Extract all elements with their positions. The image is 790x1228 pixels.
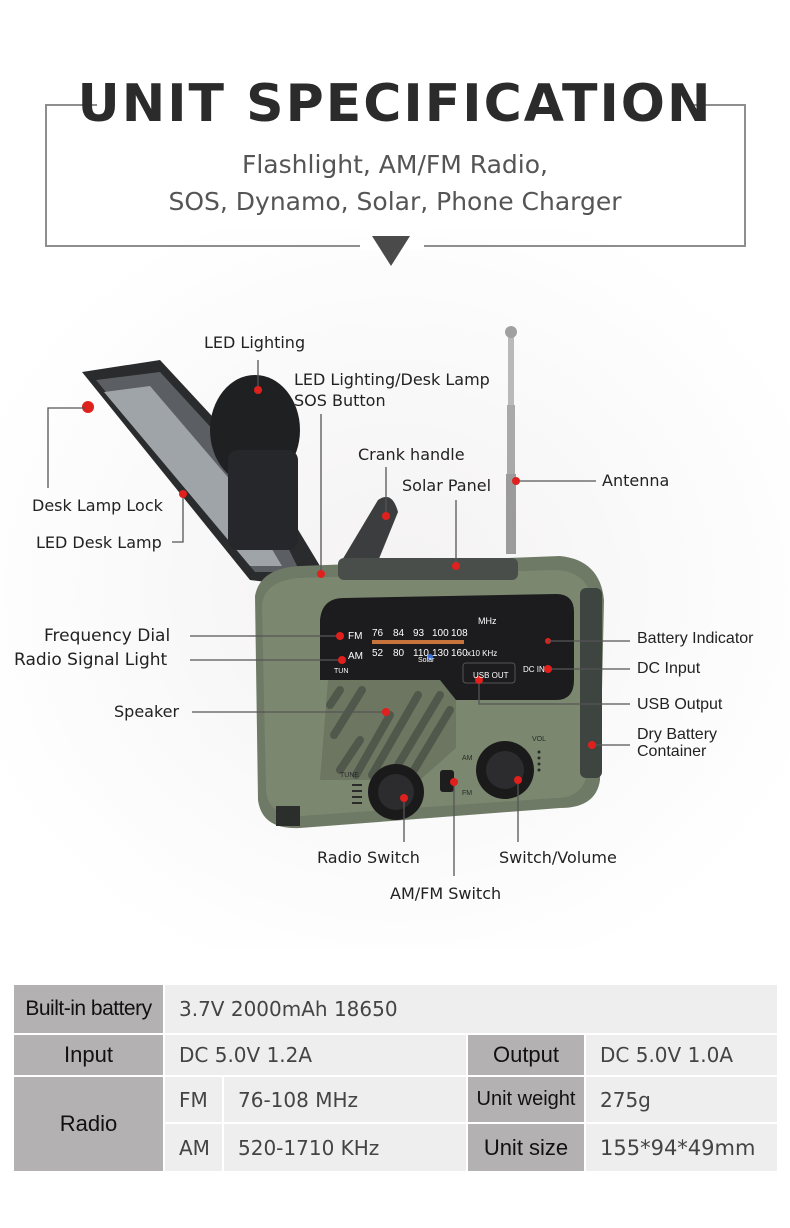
radio-device-illustration: FM AM 76 84 93 100 108 52 80 110 130 160…	[47, 326, 630, 876]
label-radio-signal-light: Radio Signal Light	[14, 650, 168, 670]
dial-panel	[320, 594, 574, 700]
tun-text: TUN	[334, 668, 348, 675]
am-scale-5: 160	[451, 648, 468, 659]
spec-output-label: Output	[468, 1035, 584, 1075]
speaker-grille	[320, 680, 456, 780]
label-am-fm-switch: AM/FM Switch	[390, 884, 502, 903]
spec-fm-label: FM	[165, 1077, 222, 1122]
spec-weight-label: Unit weight	[468, 1077, 584, 1122]
label-desk-lamp-lock: Desk Lamp Lock	[32, 496, 163, 515]
page-title: UNIT SPECIFICATION	[77, 74, 713, 134]
fm-scale-4: 100	[432, 628, 449, 639]
fm-scale-1: 76	[372, 628, 384, 639]
tune-text: TUNE	[340, 772, 359, 779]
label-dry-battery-line-1: Dry Battery	[637, 726, 718, 743]
spec-size-label: Unit size	[468, 1124, 584, 1171]
subtitle-line-1: Flashlight, AM/FM Radio,	[241, 150, 548, 179]
spec-weight-value: 275g	[586, 1077, 777, 1122]
label-dry-battery-line-2: Container	[637, 743, 707, 760]
label-switch-volume: Switch/Volume	[499, 848, 617, 867]
fm-scale-5: 108	[451, 628, 468, 639]
title-frame-top-right	[694, 104, 744, 106]
am-scale-2: 80	[393, 648, 405, 659]
callout-dots	[179, 386, 596, 802]
label-radio-switch: Radio Switch	[317, 848, 420, 867]
label-sos-button: SOS Button	[294, 391, 386, 410]
spec-fm-value: 76-108 MHz	[224, 1077, 466, 1122]
label-solar-panel: Solar Panel	[402, 476, 492, 495]
label-led-lighting: LED Lighting	[204, 333, 306, 352]
am-scale-1: 52	[372, 648, 384, 659]
am-scale-3: 110	[413, 648, 429, 659]
device-fm-text: FM	[348, 631, 362, 642]
am-scale-4: 130	[432, 648, 449, 659]
fm-scale-2: 84	[393, 628, 405, 639]
label-led-desk-lamp: LED Desk Lamp	[36, 533, 162, 552]
label-battery-indicator: Battery Indicator	[637, 630, 754, 647]
callout-lines	[47, 360, 630, 876]
label-speaker: Speaker	[114, 702, 180, 721]
dc-in-text: DC IN	[523, 665, 545, 674]
label-frequency-dial: Frequency Dial	[44, 626, 171, 646]
label-antenna: Antenna	[602, 471, 670, 490]
vol-text: VOL	[532, 736, 546, 743]
label-usb-output: USB Output	[637, 696, 723, 713]
spec-am-value: 520-1710 KHz	[224, 1124, 466, 1171]
fm-scale-3: 93	[413, 628, 425, 639]
antenna	[505, 326, 517, 554]
spec-radio-label: Radio	[14, 1077, 163, 1171]
label-dc-input: DC Input	[637, 660, 701, 677]
am-fm-slider	[440, 770, 454, 792]
spec-battery-value: 3.7V 2000mAh 18650	[165, 985, 777, 1033]
spec-am-label: AM	[165, 1124, 222, 1171]
solar-text: Solar	[418, 657, 435, 664]
down-arrow-icon	[372, 236, 410, 266]
usb-out-text: USB OUT	[473, 671, 509, 680]
label-led-lighting-desk-lamp: LED Lighting/Desk Lamp	[294, 370, 490, 389]
khz-text: x10 KHz	[467, 649, 497, 658]
switch-fm-text: FM	[462, 790, 472, 797]
label-crank-handle: Crank handle	[358, 445, 465, 464]
mhz-text: MHz	[478, 616, 497, 626]
spec-input-value: DC 5.0V 1.2A	[165, 1035, 466, 1075]
spec-input-label: Input	[14, 1035, 163, 1075]
switch-am-text: AM	[462, 755, 473, 762]
device-am-text: AM	[348, 651, 363, 662]
spec-output-value: DC 5.0V 1.0A	[586, 1035, 777, 1075]
spec-table: Built-in battery 3.7V 2000mAh 18650 Inpu…	[14, 985, 777, 1171]
lamp-head	[82, 360, 320, 586]
spec-battery-label: Built-in battery	[14, 985, 163, 1033]
title-frame-top-left	[45, 104, 97, 106]
subtitle-line-2: SOS, Dynamo, Solar, Phone Charger	[168, 187, 622, 216]
spec-size-value: 155*94*49mm	[586, 1124, 777, 1171]
